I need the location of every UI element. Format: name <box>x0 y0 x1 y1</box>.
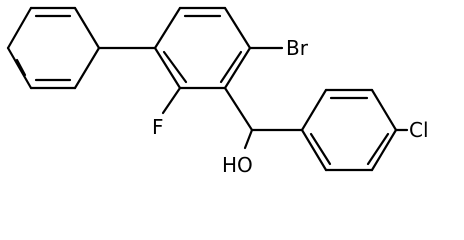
ring-to-carbinol-bond <box>223 86 254 132</box>
central-ring-bond <box>223 6 252 50</box>
phenyl-ring <box>6 6 101 90</box>
central-ring <box>153 6 252 90</box>
chlorophenyl-bond <box>370 128 398 172</box>
chlorophenyl-ring <box>300 88 398 172</box>
central-ring-bond <box>223 46 252 90</box>
chlorophenyl-bond <box>370 88 398 132</box>
c-f-bond <box>161 86 182 115</box>
phenyl-bond <box>73 6 101 50</box>
chemical-structure-diagram: Br F Cl HO <box>6 6 429 177</box>
chlorine-label: Cl <box>409 118 429 142</box>
chlorophenyl-double-bond <box>366 132 390 166</box>
central-ring-double-bond <box>162 50 188 84</box>
chlorophenyl-double-bond <box>309 132 332 166</box>
hydroxyl-label: HO <box>222 153 253 177</box>
phenyl-bond <box>6 46 33 90</box>
phenyl-bond <box>6 6 33 50</box>
phenyl-double-bond <box>15 58 27 77</box>
central-ring-double-bond <box>219 50 243 84</box>
phenyl-bond <box>73 46 101 90</box>
fluorine-label: F <box>152 115 164 139</box>
chlorophenyl-bond <box>300 88 328 132</box>
central-ring-bond <box>153 6 182 50</box>
c-oh-bond <box>243 128 254 150</box>
chlorophenyl-bond <box>300 128 328 172</box>
bromine-label: Br <box>286 36 309 60</box>
central-ring-bond <box>153 46 182 90</box>
